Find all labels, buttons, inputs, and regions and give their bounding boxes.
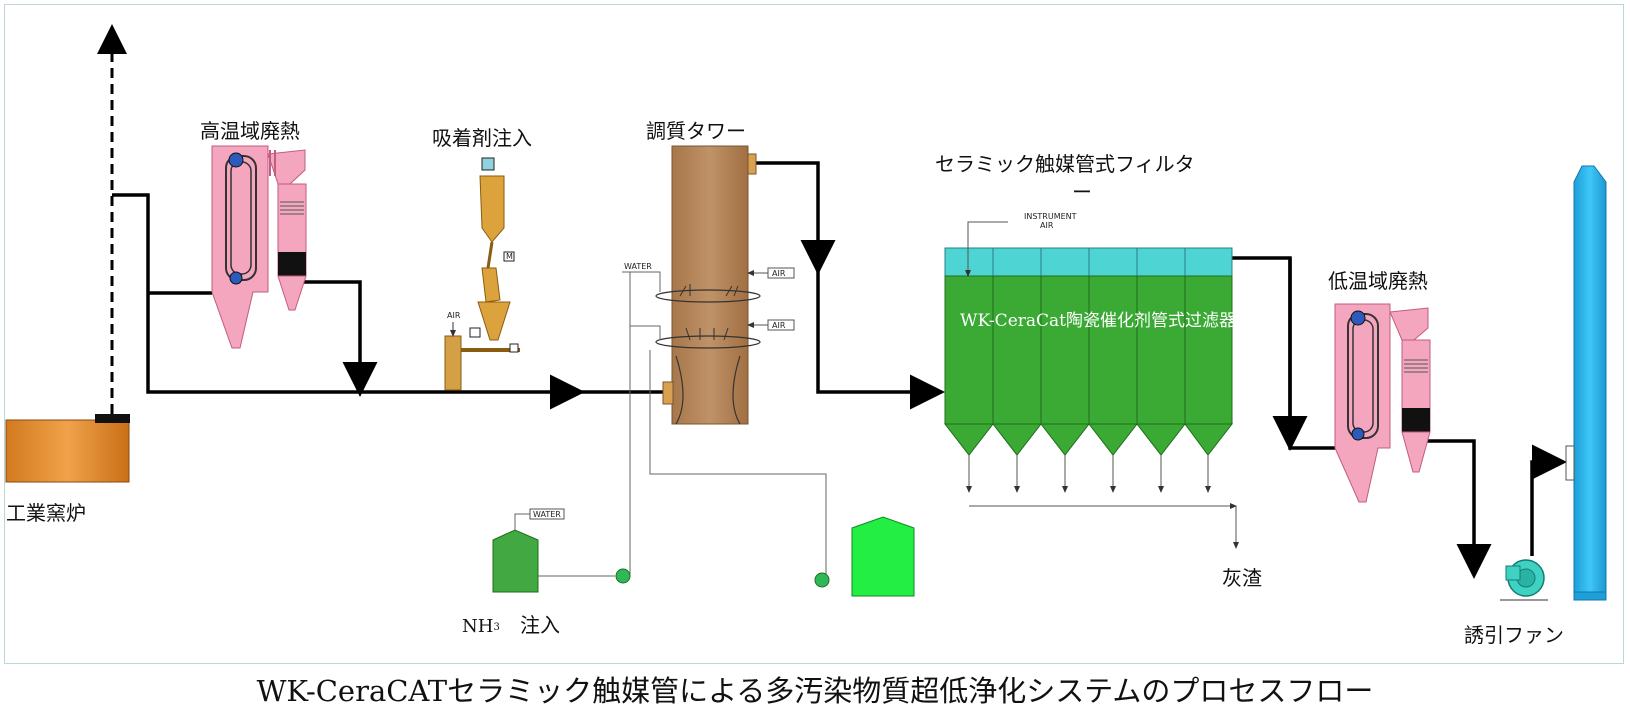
tower-air-label-top: AIR [772,269,786,278]
high-temp-boiler [211,145,307,349]
instrument-air-label: AIR [1040,221,1054,230]
diagram-frame [4,4,1624,664]
gas-pipes [112,161,1567,579]
high-boiler-return-pipe [293,280,378,397]
tower-water-label: WATER [624,262,652,271]
conditioning-tower [655,145,795,425]
motor-label: M [506,252,513,261]
adsorbent-label: 吸着剤注入 [432,126,532,150]
filter-label-line2: ー [1072,180,1092,204]
high-temp-boiler-label: 高温域廃熱 [200,119,300,143]
fan-label: 誘引ファン [1464,623,1564,647]
nh3-water-label: WATER [533,510,561,519]
conditioning-tower-label: 調質タワー [646,119,746,143]
kiln [5,414,130,483]
nh3-label-suffix: 注入 [520,613,560,637]
instrument-label: INSTRUMENT [1024,212,1077,221]
adsorbent-injection: M [444,157,520,391]
tower-air-label-bottom: AIR [772,321,786,330]
process-flow-diagram: 工業窯炉 高温域廃熱 [5,24,1607,647]
pipe-to-fan [1420,439,1492,579]
nh3-label: NH3 注入 [462,613,560,637]
nh3-tank [492,508,631,593]
filter-label-line1: セラミック触媒管式フィルタ [935,152,1195,176]
adsorbent-air-label: AIR [447,311,461,320]
diagram-caption: WK-CeraCATセラミック触媒管による多汚染物質超低浄化システムのプロセスフ… [256,674,1374,708]
induced-fan [1500,559,1548,601]
nh3-label-base: NH [462,616,493,637]
pipe-to-filter [816,268,945,410]
nh3-label-sub: 3 [493,622,499,633]
chimney-stack [1565,165,1607,601]
water-tank [814,516,915,597]
ceramic-filter [943,221,1239,549]
low-temp-boiler [1334,303,1431,503]
filter-inner-label: WK-CeraCat陶瓷催化剂管式过滤器 [960,311,1236,331]
low-temp-boiler-label: 低温域廃熱 [1328,269,1428,293]
kiln-label: 工業窯炉 [6,501,86,525]
ash-label: 灰渣 [1222,566,1262,590]
svg-text:NH3: NH3 [462,616,500,637]
fan-to-stack-pipe [1530,444,1567,556]
water-lines [622,271,827,575]
tower-outlet-pipe [748,161,836,275]
filter-outlet-pipe [1232,256,1335,450]
